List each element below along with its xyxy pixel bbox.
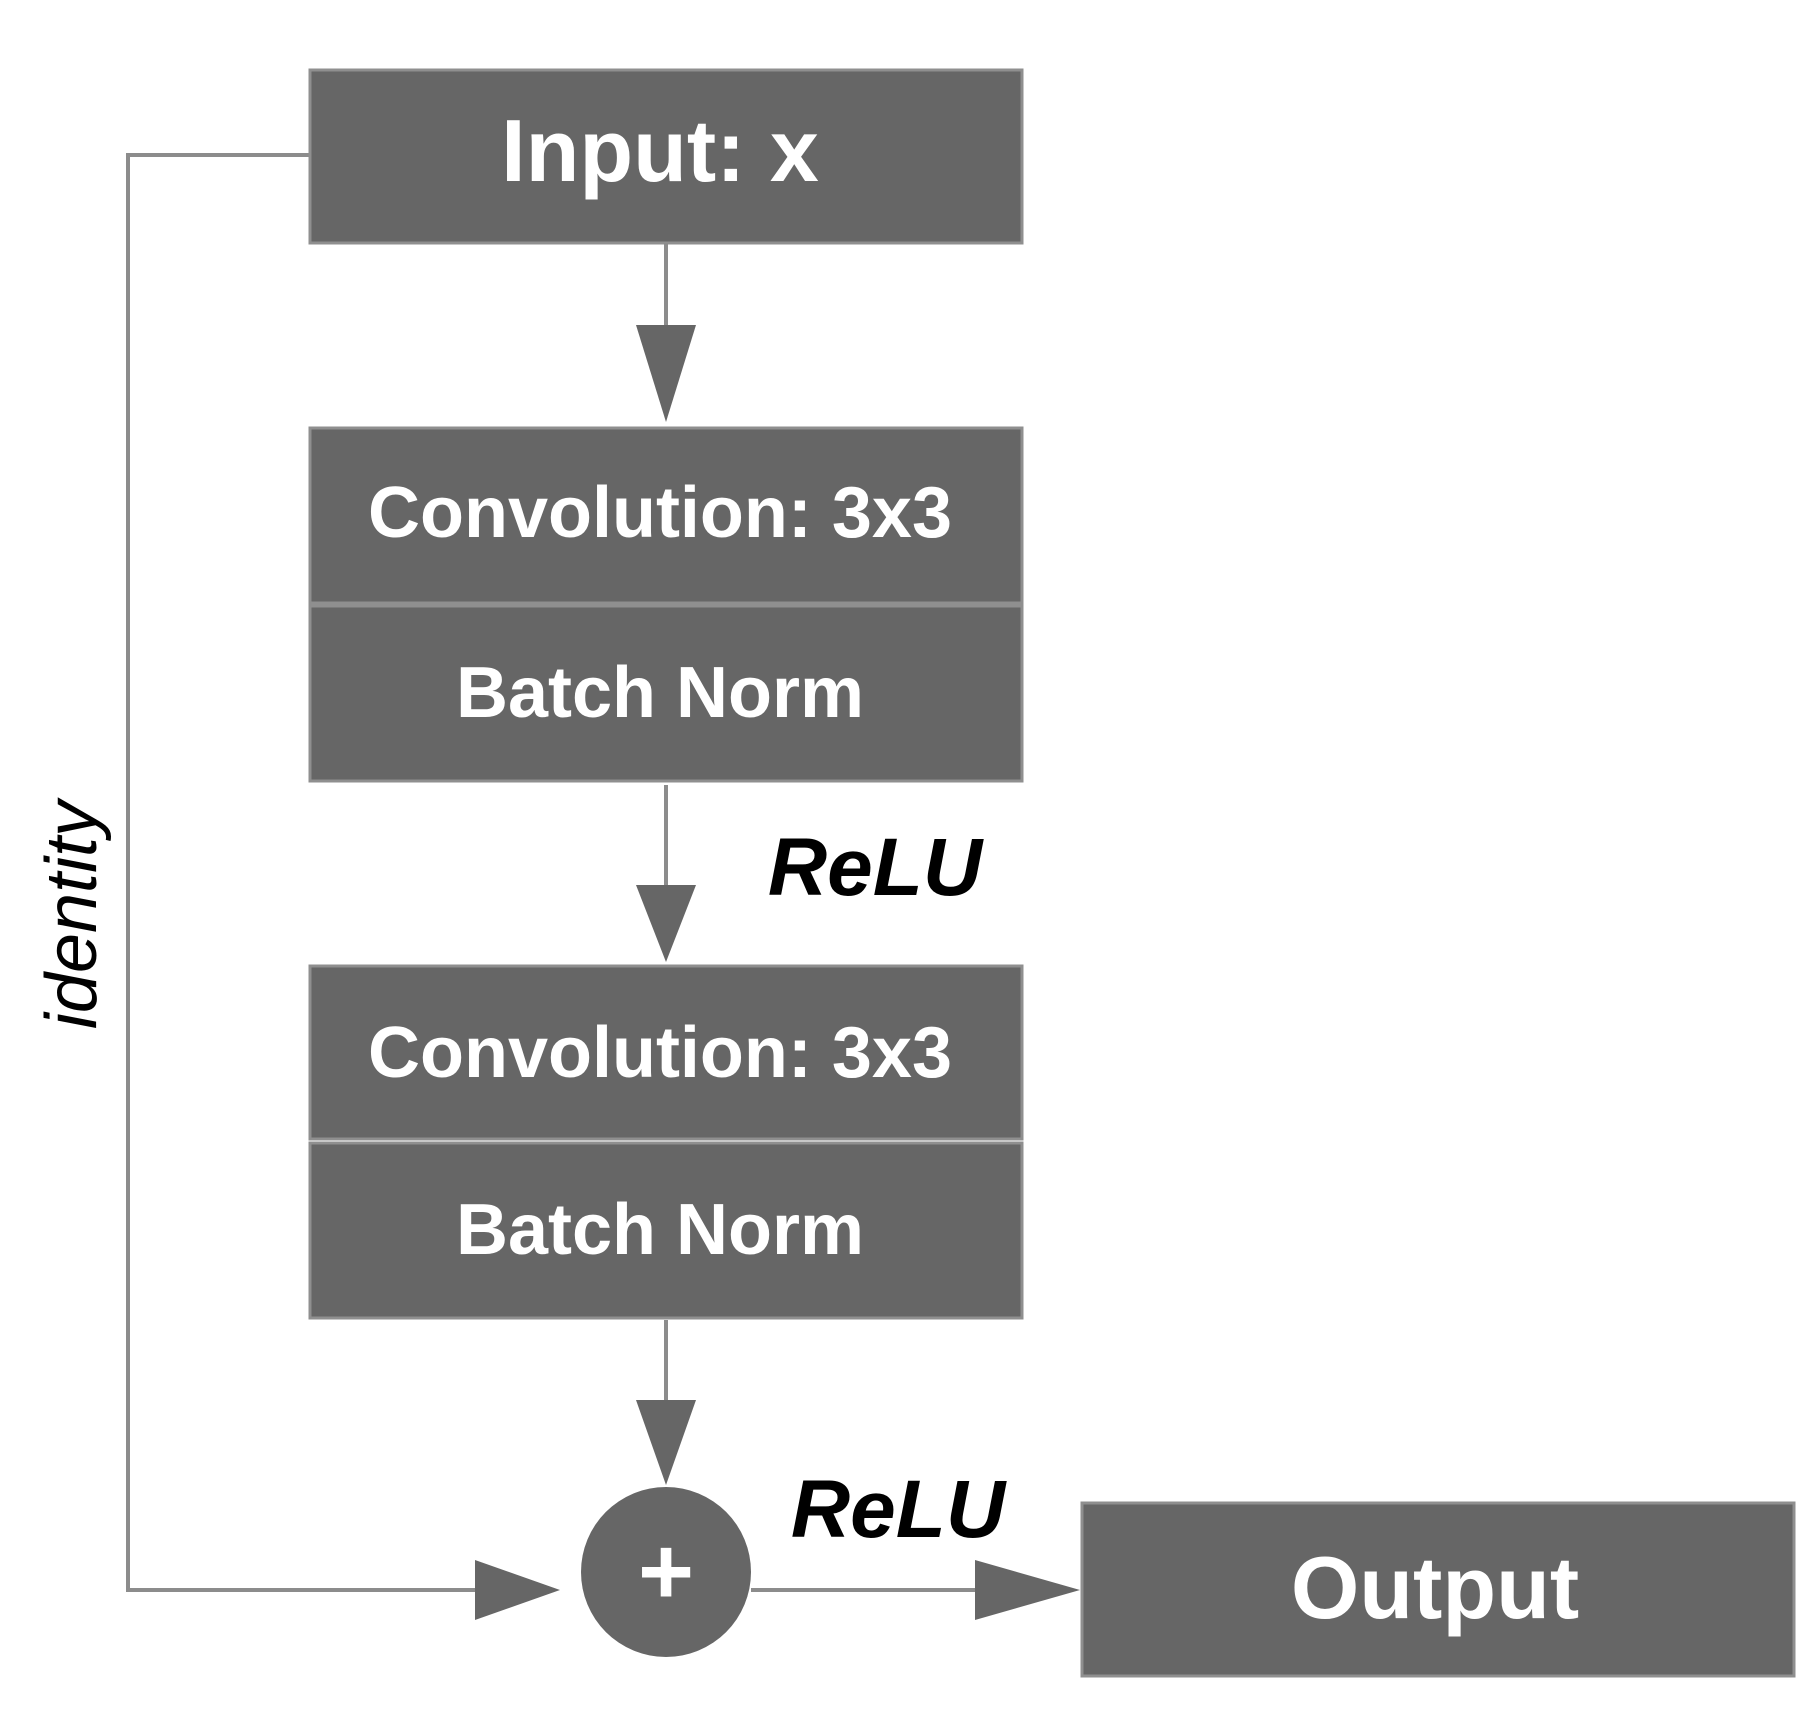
output-label: Output [1291, 1538, 1579, 1637]
batchnorm2-block: Batch Norm [308, 1141, 1024, 1320]
batchnorm2-label: Batch Norm [456, 1190, 864, 1270]
relu-label-1: ReLU [768, 822, 984, 913]
identity-label: identity [32, 797, 112, 1029]
arrowhead-conv2 [636, 885, 696, 962]
arrowhead-add [636, 1400, 696, 1485]
conv1-label: Convolution: 3x3 [368, 473, 952, 553]
output-block: Output [1080, 1501, 1796, 1678]
relu-label-2: ReLU [791, 1464, 1007, 1555]
batchnorm1-block: Batch Norm [308, 604, 1024, 783]
arrowhead-output [975, 1560, 1080, 1620]
identity-connector [126, 153, 500, 1592]
identity-arrowhead [475, 1560, 560, 1620]
addition-node: + [581, 1487, 751, 1657]
input-label: Input: x [501, 101, 819, 200]
conv1-block: Convolution: 3x3 [308, 426, 1024, 605]
batchnorm1-label: Batch Norm [456, 653, 864, 733]
conv2-label: Convolution: 3x3 [368, 1013, 952, 1093]
arrowhead-conv1 [636, 325, 696, 422]
input-block: Input: x [308, 68, 1024, 245]
conv2-block: Convolution: 3x3 [308, 964, 1024, 1141]
add-symbol: + [638, 1518, 694, 1625]
